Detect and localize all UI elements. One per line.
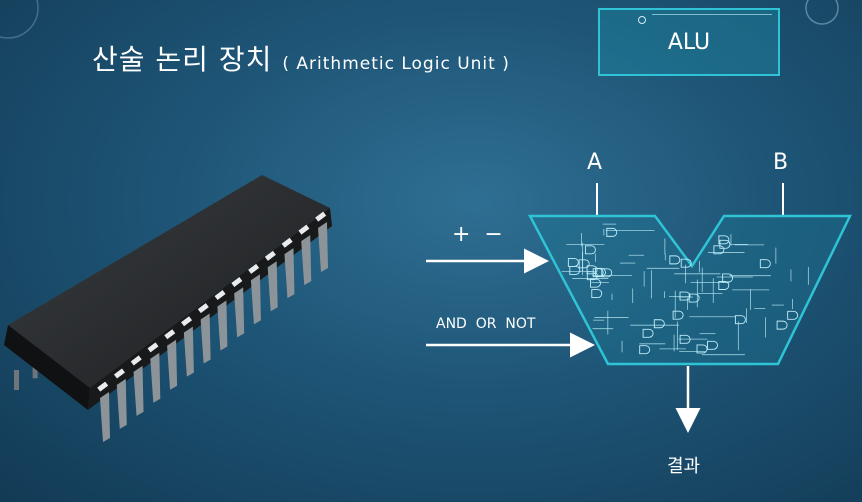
alu-shape (527, 214, 852, 366)
alu-badge: ALU (598, 8, 780, 76)
page-title: 산술 논리 장치 ( Arithmetic Logic Unit ) (92, 38, 510, 78)
logic-gate-icon (679, 334, 691, 344)
chip-pin (250, 274, 261, 325)
chip-pin (14, 370, 19, 390)
chip-body-top (8, 175, 330, 388)
logic-gate-icon (578, 259, 590, 269)
logic-gate-icon (592, 268, 604, 278)
chip-body-front (88, 208, 332, 410)
chip-pin-pad (113, 368, 125, 379)
logic-gate-icon (642, 328, 654, 338)
chip-pin (301, 235, 312, 286)
logic-gate-icon (707, 340, 718, 350)
logic-gate-icon (688, 293, 700, 303)
alu-badge-label: ALU (667, 29, 711, 55)
chip-pin (284, 248, 295, 299)
chip-body-left (4, 325, 90, 410)
corner-circle-icon (805, 0, 839, 25)
chip-pin (200, 313, 211, 364)
chip-pin-pad (147, 342, 159, 353)
logic-gate-icon (639, 345, 651, 355)
output-label: 결과 (667, 456, 701, 477)
chip-pin-pad (315, 211, 327, 222)
logic-gate-icon (787, 310, 799, 320)
logic-gate-icon (653, 319, 665, 329)
logic-gate-icon (680, 258, 692, 268)
logic-gate-icon (719, 239, 731, 249)
chip-pin-pad (248, 263, 260, 274)
logic-gate-icon (696, 344, 708, 354)
input-a-label: A (587, 150, 603, 175)
logic-gate-icon (776, 320, 788, 330)
chip-pin (318, 222, 328, 272)
chip-pin (217, 300, 228, 351)
circuit-trace-icon (652, 14, 772, 25)
corner-arc-icon (0, 0, 39, 39)
chip-pin-pad (281, 237, 293, 248)
chip-pin-pad (298, 224, 310, 235)
logic-gate-icon (679, 291, 691, 301)
input-b-label: B (773, 150, 789, 175)
logic-gate-icon (567, 257, 579, 267)
chip-pin-pad (214, 290, 226, 301)
logic-gate-icon (606, 227, 618, 237)
chip-pin (234, 287, 245, 338)
chip-pin-pad (181, 316, 193, 327)
logic-gate-icon (669, 255, 681, 265)
chip-pin (133, 365, 144, 416)
chip-front-pins (97, 211, 328, 442)
logic-gate-icon (759, 259, 771, 269)
chip-pin-pad (264, 250, 276, 261)
arith-ops-label: + − (452, 222, 503, 247)
chip-pin (150, 352, 161, 403)
logic-ops-label: AND OR NOT (436, 316, 536, 332)
logic-gate-icon (722, 273, 734, 283)
chip-pin (116, 378, 127, 429)
logic-gate-icon (718, 281, 730, 290)
chip-pin-pad (164, 329, 176, 340)
chip-pin-pad (197, 303, 209, 314)
chip-pin (167, 339, 178, 390)
logic-gate-icon (718, 235, 730, 245)
logic-gate-icon (713, 245, 725, 255)
chip-pin-pad (130, 355, 142, 366)
alu-internal-circuit (561, 223, 809, 356)
logic-gate-icon (591, 289, 603, 299)
chip-pin (267, 261, 278, 312)
logic-gate-icon (734, 315, 746, 325)
chip-pin-pad (231, 276, 243, 287)
title-main: 산술 논리 장치 (92, 43, 273, 76)
chip-pin-pad (97, 381, 109, 392)
title-sub: ( Arithmetic Logic Unit ) (282, 54, 510, 74)
chip-pin (183, 326, 194, 377)
logic-gate-icon (601, 268, 613, 278)
logic-gate-icon (590, 278, 601, 288)
logic-gate-icon (672, 310, 684, 320)
logic-gate-icon (584, 245, 596, 255)
chip-pin (100, 392, 110, 442)
circuit-dot-icon (638, 16, 646, 24)
